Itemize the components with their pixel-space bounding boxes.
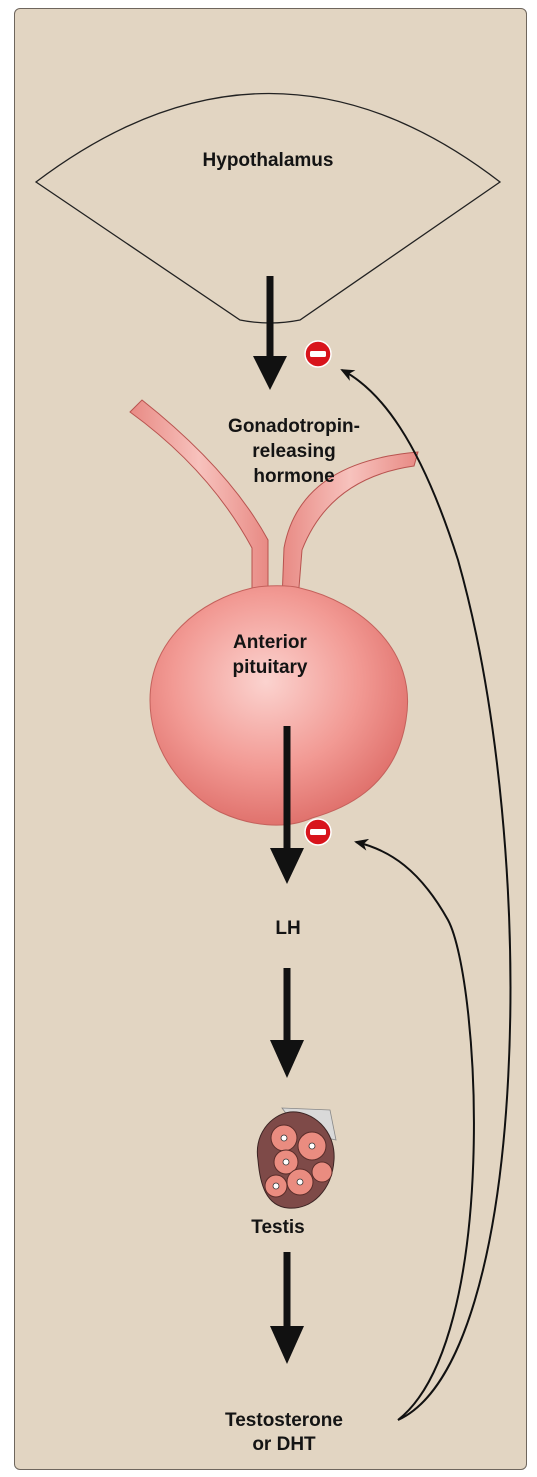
feedback-arrow-to-hypothalamus (342, 370, 510, 1420)
arrow-testis-to-testosterone (270, 1252, 304, 1364)
testosterone-label-line-2: or DHT (225, 1433, 343, 1457)
testosterone-label: Testosterone or DHT (225, 1409, 343, 1457)
feedback-arrow-to-pituitary (356, 842, 474, 1420)
pituitary-label-line-2: pituitary (233, 655, 308, 680)
arrow-lh-to-testis (270, 968, 304, 1078)
gnrh-label-line-3: hormone (228, 464, 360, 489)
testis-cells-icon (257, 1108, 336, 1208)
pituitary-label-line-1: Anterior (233, 630, 308, 655)
minus-circle-icon (305, 819, 331, 845)
anterior-pituitary-shape (150, 586, 408, 825)
hypothalamus-label: Hypothalamus (203, 150, 334, 172)
testosterone-label-line-1: Testosterone (225, 1409, 343, 1433)
testis-label: Testis (251, 1217, 305, 1239)
minus-circle-icon (305, 341, 331, 367)
gnrh-label-line-2: releasing (228, 439, 360, 464)
gnrh-label: Gonadotropin- releasing hormone (228, 414, 360, 489)
gnrh-label-line-1: Gonadotropin- (228, 414, 360, 439)
anterior-pituitary-label: Anterior pituitary (233, 630, 308, 680)
lh-label: LH (275, 918, 300, 940)
